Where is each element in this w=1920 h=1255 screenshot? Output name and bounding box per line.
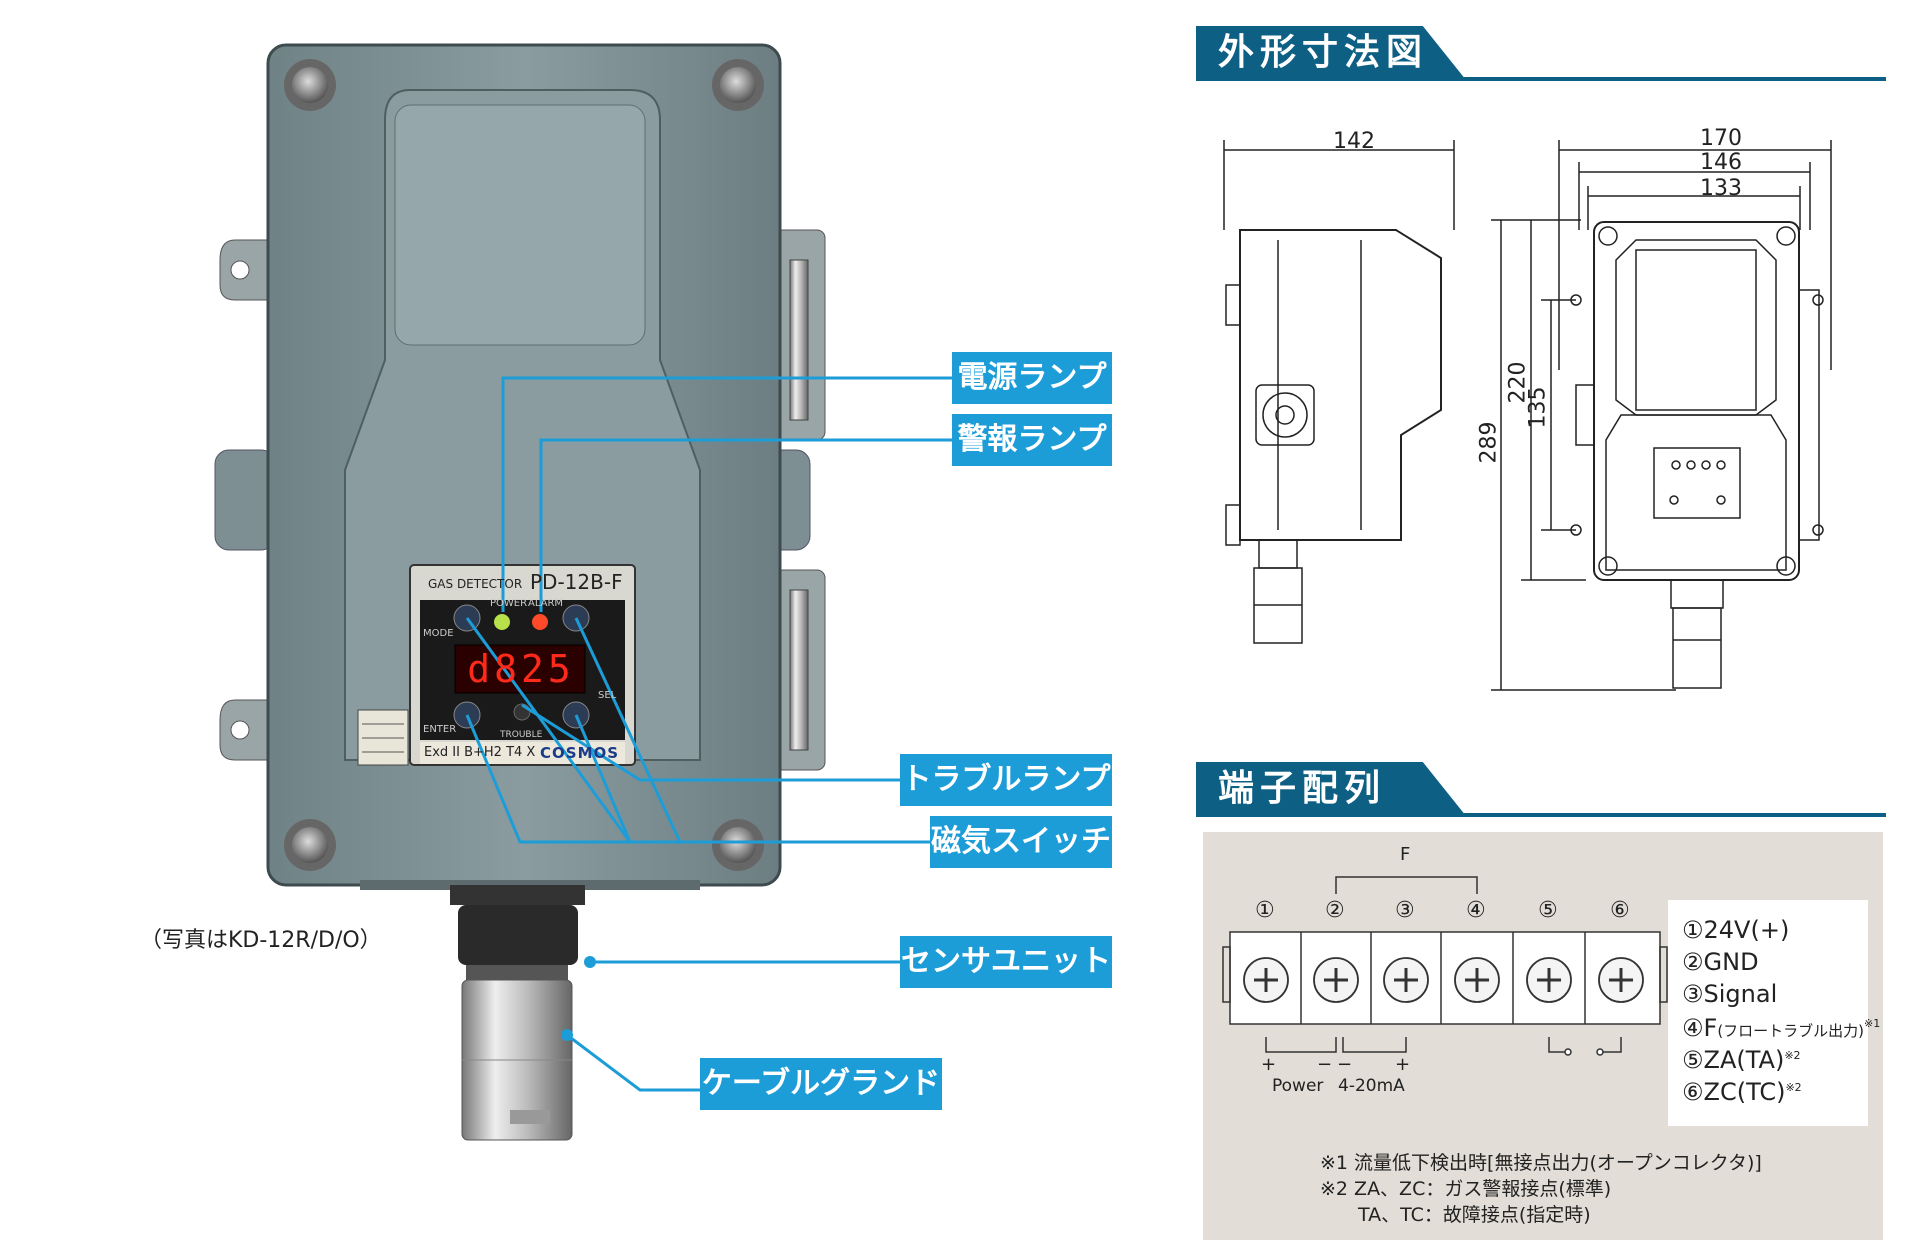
callout-power-lamp: 電源ランプ xyxy=(952,352,1112,404)
legend-item: ③Signal xyxy=(1682,980,1778,1008)
signal-minus: − xyxy=(1337,1054,1353,1075)
note-3: TA、TC：故障接点(指定時) xyxy=(1358,1204,1591,1226)
power-minus: − xyxy=(1317,1054,1333,1075)
terminal-number-4: ④ xyxy=(1466,898,1486,923)
rating-text: Exd II B+H2 T4 X xyxy=(424,745,536,760)
callout-alarm-lamp: 警報ランプ xyxy=(952,414,1112,466)
legend-item: ①24V(+) xyxy=(1682,916,1790,944)
enter-label: ENTER xyxy=(423,724,457,735)
signal-label: 4-20mA xyxy=(1338,1076,1405,1096)
legend-item: ④F(フロートラブル出力)※1 xyxy=(1682,1014,1881,1042)
terminal-block-drawing xyxy=(1222,876,1668,1056)
dim-front-width-170: 170 xyxy=(1700,126,1742,151)
terminal-number-2: ② xyxy=(1325,898,1345,923)
panel-title: GAS DETECTOR xyxy=(428,577,523,591)
callout-trouble-lamp: トラブルランプ xyxy=(900,754,1112,806)
note-1: ※1 流量低下検出時[無接点出力(オープンコレクタ)] xyxy=(1320,1152,1762,1174)
device-photo xyxy=(214,43,952,1141)
legend-item: ⑥ZC(TC)※2 xyxy=(1682,1078,1802,1106)
dim-side-width: 142 xyxy=(1333,129,1375,154)
terminal-number-6: ⑥ xyxy=(1610,898,1630,923)
dimension-drawing xyxy=(1223,140,1832,691)
terminal-legend xyxy=(1668,900,1868,1126)
dim-height-289: 289 xyxy=(1476,421,1502,464)
terminal-number-5: ⑤ xyxy=(1538,898,1558,923)
f-label: F xyxy=(1400,844,1411,865)
dimensions-header: 外形寸法図 xyxy=(1196,26,1886,86)
dim-front-width-146: 146 xyxy=(1700,150,1742,175)
photo-caption: （写真はKD-12R/D/O） xyxy=(140,928,382,953)
note-2: ※2 ZA、ZC：ガス警報接点(標準) xyxy=(1320,1178,1612,1200)
sel-label: SEL xyxy=(598,690,617,701)
panel-model: PD-12B-F xyxy=(530,570,623,594)
signal-plus: + xyxy=(1395,1054,1411,1075)
dim-front-width-133: 133 xyxy=(1700,176,1742,201)
callout-sensor-unit: センサユニット xyxy=(900,936,1112,988)
legend-item: ⑤ZA(TA)※2 xyxy=(1682,1046,1801,1074)
terminal-number-3: ③ xyxy=(1395,898,1415,923)
callout-magnetic-switch: 磁気スイッチ xyxy=(930,816,1112,868)
terminals-title: 端子配列 xyxy=(1196,762,1466,816)
alarm-lamp-label: ALARM xyxy=(528,598,564,609)
power-plus: + xyxy=(1261,1054,1277,1075)
display-readout: d825 xyxy=(467,647,575,691)
callout-cable-gland: ケーブルグランド xyxy=(700,1058,942,1110)
brand-logo: COSMOS xyxy=(540,744,620,762)
power-label: Power xyxy=(1272,1076,1324,1096)
mode-label: MODE xyxy=(423,628,454,639)
dimensions-title: 外形寸法図 xyxy=(1196,26,1466,80)
dim-height-135: 135 xyxy=(1525,386,1551,429)
legend-item: ②GND xyxy=(1682,948,1759,976)
power-lamp-label: POWER xyxy=(490,598,528,609)
terminal-number-1: ① xyxy=(1255,898,1275,923)
trouble-label: TROUBLE xyxy=(500,730,543,740)
terminals-header: 端子配列 xyxy=(1196,762,1886,822)
